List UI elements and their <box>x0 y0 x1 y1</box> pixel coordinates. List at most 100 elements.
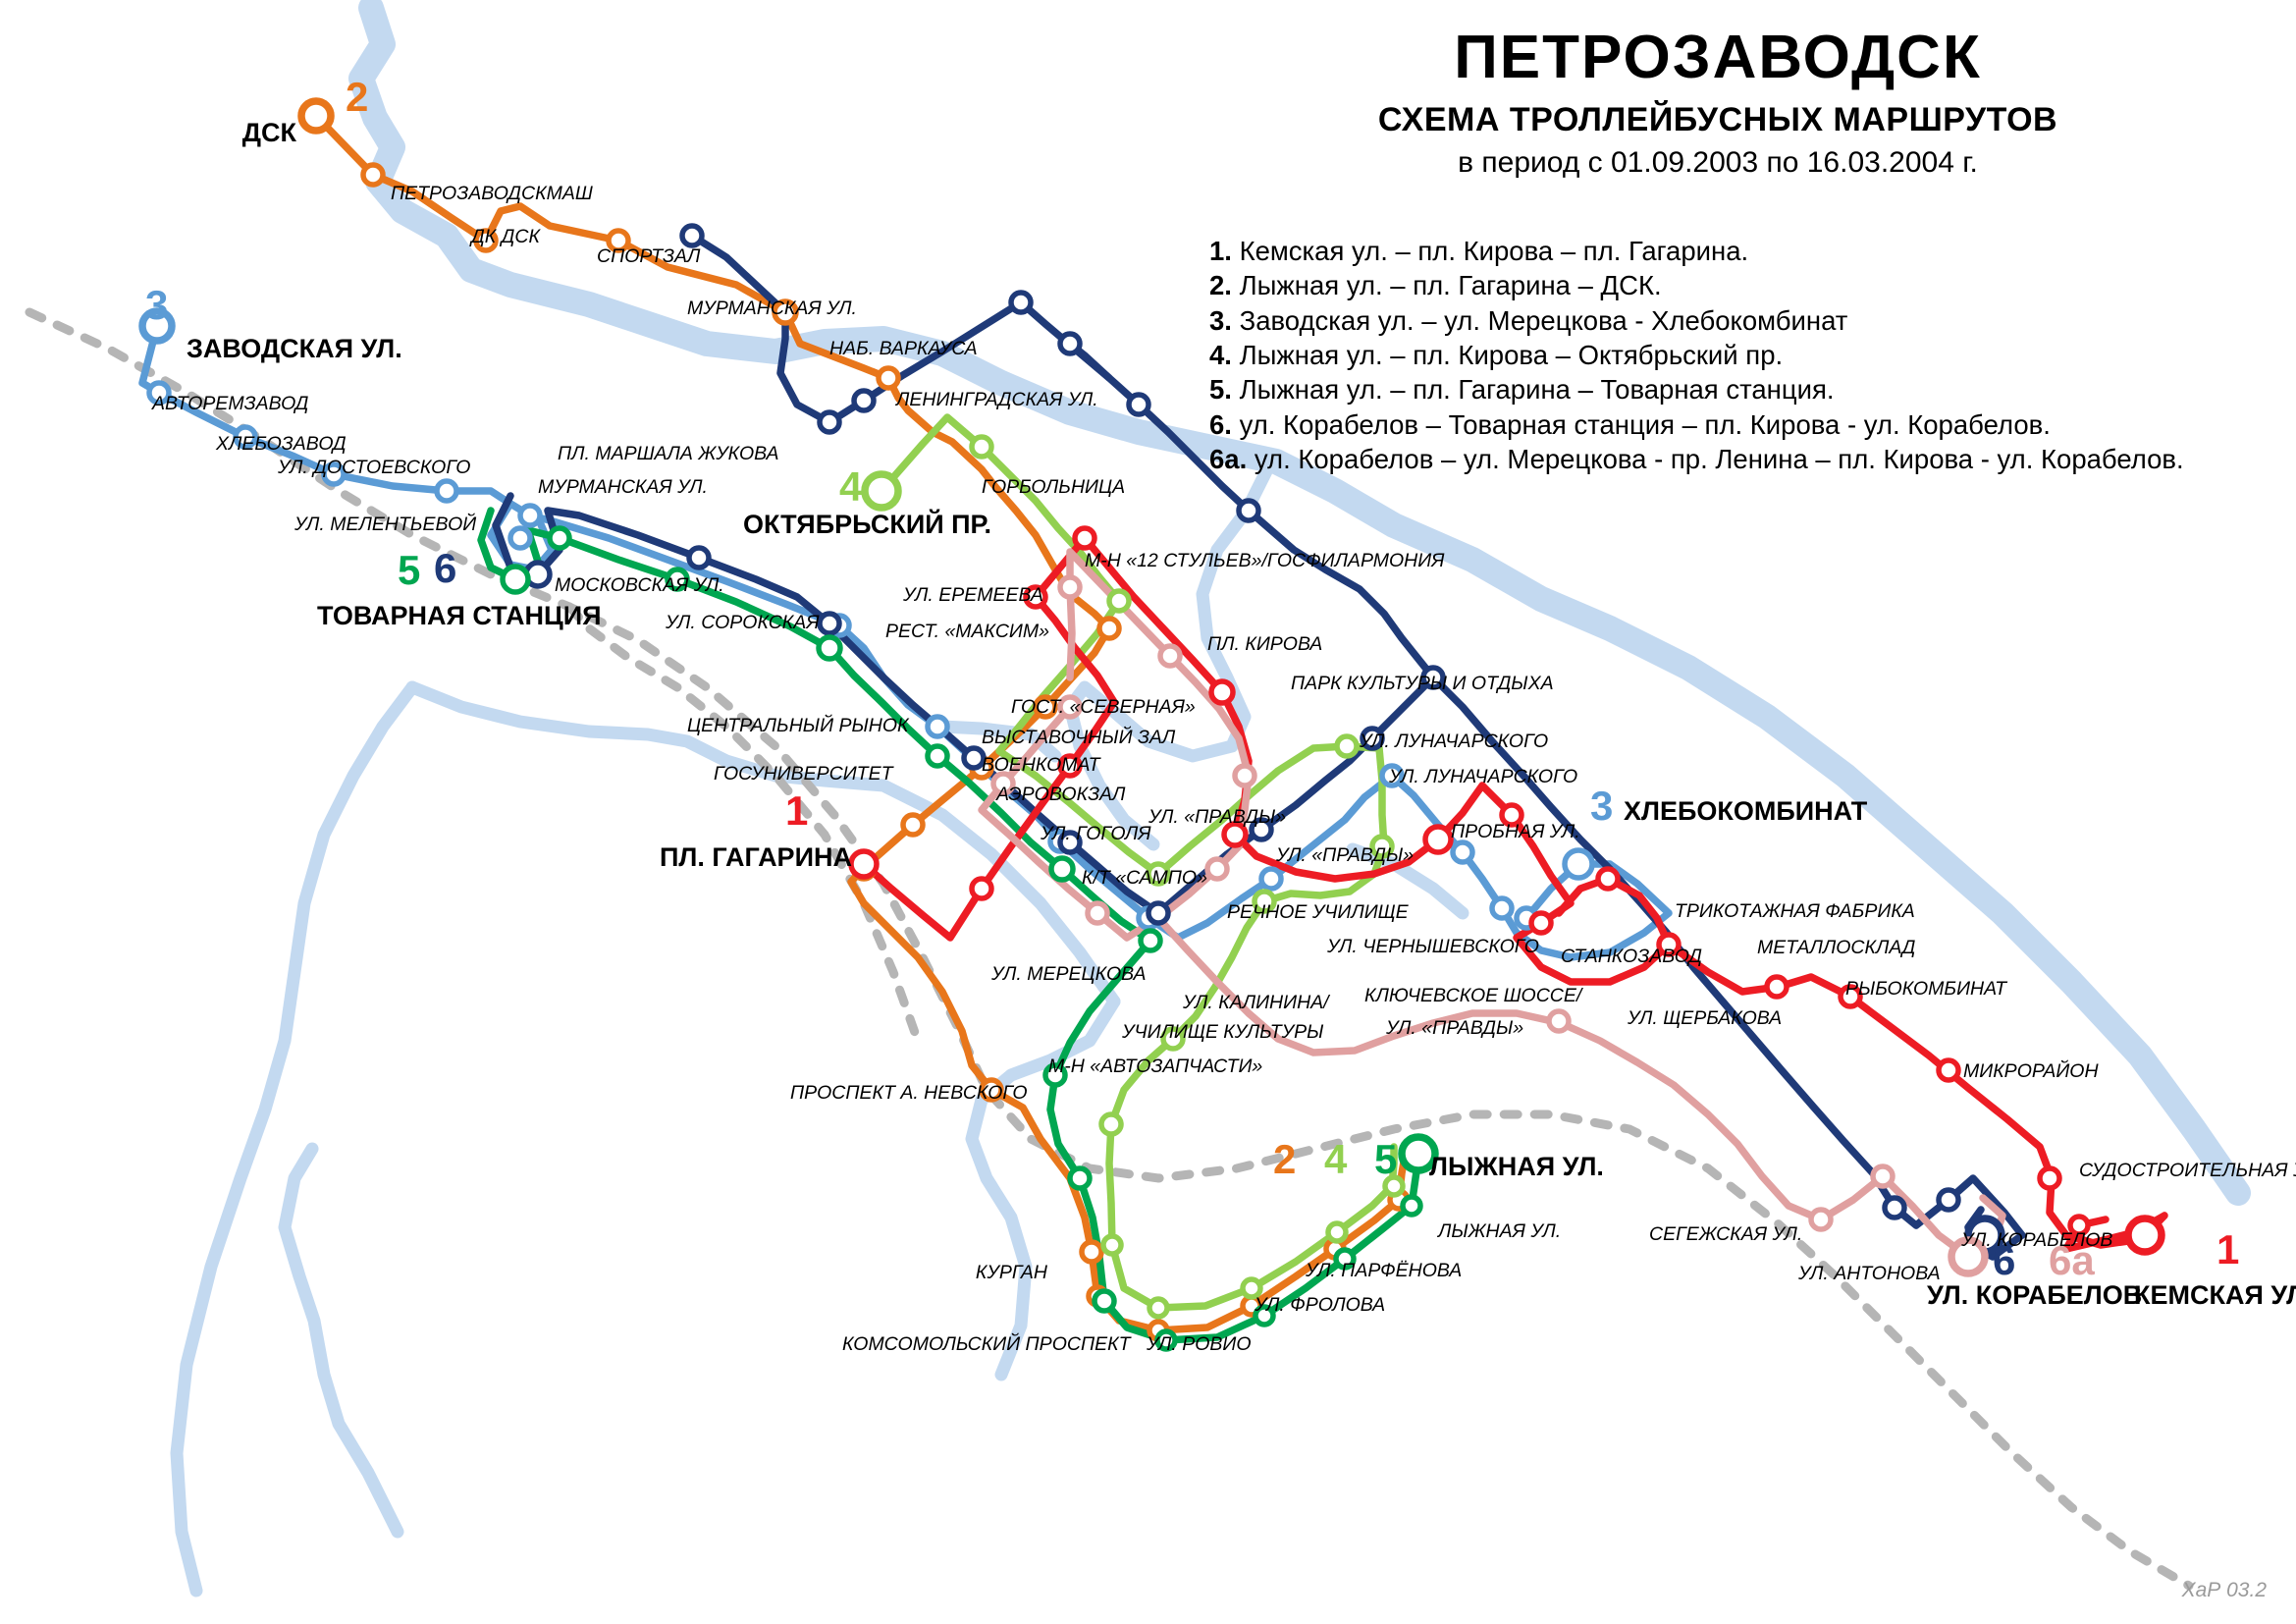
st-pravdy-3: УЛ. «ПРАВДЫ» <box>1386 1017 1524 1039</box>
term-oktyabrsky: ОКТЯБРЬСКИЙ ПР. <box>743 510 992 539</box>
stop-markers <box>138 97 2165 1352</box>
st-lyzhnaya-stop: ЛЫЖНАЯ УЛ. <box>1438 1220 1562 1242</box>
st-kurgan: КУРГАН <box>975 1262 1047 1283</box>
legend-item-2: 2. Лыжная ул. – пл. Гагарина – ДСК. <box>1209 268 2289 302</box>
st-frolova: УЛ. ФРОЛОВА <box>1255 1294 1386 1316</box>
num-1-kemskaya: 1 <box>2216 1226 2240 1272</box>
num-3-zavodskaya: 3 <box>145 282 169 328</box>
st-pl-kirova: ПЛ. КИРОВА <box>1207 633 1323 655</box>
st-stankozavod: СТАНКОЗАВОД <box>1561 946 1703 967</box>
legend-text: Лыжная ул. – пл. Гагарина – ДСК. <box>1239 270 1662 301</box>
st-aerovokzal: АЭРОВОКЗАЛ <box>996 784 1126 805</box>
legend-text: ул. Корабелов – Товарная станция – пл. К… <box>1239 408 2051 440</box>
st-petrozavodskmash: ПЕТРОЗАВОДСКМАШ <box>391 183 593 204</box>
st-gogolya: УЛ. ГОГОЛЯ <box>1041 823 1151 844</box>
legend-number: 4. <box>1209 339 1232 370</box>
num-3-khleb: 3 <box>1590 783 1614 829</box>
legend-number: 6. <box>1209 408 1232 440</box>
legend-text: Заводская ул. – ул. Мерецкова - Хлебоком… <box>1239 304 1848 336</box>
legend-number: 5. <box>1209 374 1232 406</box>
st-a-nevskogo: ПРОСПЕКТ А. НЕВСКОГО <box>790 1082 1028 1104</box>
num-4-oktyabr: 4 <box>839 463 863 510</box>
term-dsk: ДСК <box>241 118 296 147</box>
st-centralny-rynok: ЦЕНТРАЛЬНЫЙ РЫНОК <box>687 715 909 736</box>
legend-item-1: 1. Кемская ул. – пл. Кирова – пл. Гагари… <box>1209 234 2289 268</box>
term-khlebokombinat: ХЛЕБОКОМБИНАТ <box>1624 796 1868 826</box>
st-merretskova: УЛ. МЕРЕЦКОВА <box>991 963 1147 985</box>
route-5-line <box>477 507 1422 1344</box>
term-lyzhnaya: ЛЫЖНАЯ УЛ. <box>1429 1152 1604 1181</box>
num-2-dsk: 2 <box>346 74 369 120</box>
num-6-tovarnaya: 6 <box>434 545 457 591</box>
st-melentevoy: УЛ. МЕЛЕНТЬЕВОЙ <box>294 514 477 535</box>
st-rybokombinat: РЫБОКОМБИНАТ <box>1845 978 2007 1000</box>
st-dk-dsk: ДК ДСК <box>471 226 540 247</box>
st-khlebozavod: ХЛЕБОЗАВОД <box>216 433 347 455</box>
st-trikotazhnaya: ТРИКОТАЖНАЯ ФАБРИКА <box>1675 900 1915 922</box>
term-kemskaya: КЕМСКАЯ УЛ. <box>2134 1280 2296 1310</box>
st-murmanskaya-2: МУРМАНСКАЯ УЛ. <box>538 476 708 498</box>
st-sudostroitelnaya: СУДОСТРОИТЕЛЬНАЯ УЛ. <box>2079 1160 2296 1181</box>
legend-number: 6а. <box>1209 443 1248 474</box>
st-12-stulev: М-Н «12 СТУЛЬЕВ»/ГОСФИЛАРМОНИЯ <box>1085 550 1445 571</box>
st-parfenova: УЛ. ПАРФЁНОВА <box>1306 1260 1463 1281</box>
page-subtitle: СХЕМА ТРОЛЛЕЙБУСНЫХ МАРШРУТОВ <box>1377 101 2058 138</box>
author-credit: ХаР 03.2 <box>2181 1579 2267 1601</box>
st-rest-maksim: РЕСТ. «МАКСИМ» <box>885 621 1049 642</box>
term-tovarnaya: ТОВАРНАЯ СТАНЦИЯ <box>317 601 602 630</box>
st-komsomolsky: КОМСОМОЛЬСКИЙ ПРОСПЕКТ <box>842 1333 1131 1355</box>
st-lunacharskogo-2: УЛ. ЛУНАЧАРСКОГО <box>1389 766 1578 787</box>
st-nab-varkausa: НАБ. ВАРКАУСА <box>829 338 978 359</box>
st-sportzal: СПОРТЗАЛ <box>597 245 701 267</box>
st-gorbolnitsa: ГОРБОЛЬНИЦА <box>982 476 1126 498</box>
legend-item-5: 5. Лыжная ул. – пл. Гагарина – Товарная … <box>1209 372 2289 406</box>
term-zavodskaya: ЗАВОДСКАЯ УЛ. <box>187 334 402 363</box>
st-moskovskaya: МОСКОВСКАЯ УЛ. <box>555 574 724 596</box>
st-rovio: УЛ. РОВИО <box>1147 1333 1252 1355</box>
legend-item-6a: 6а. ул. Корабелов – ул. Мерецкова - пр. … <box>1209 442 2289 476</box>
st-park-kultury: ПАРК КУЛЬТУРЫ И ОТДЫХА <box>1291 673 1554 694</box>
legend-number: 1. <box>1209 236 1232 266</box>
st-avtozapchasti: М-Н «АВТОЗАПЧАСТИ» <box>1048 1056 1263 1077</box>
num-2-lyzhnaya: 2 <box>1273 1136 1297 1182</box>
st-antonova: УЛ. АНТОНОВА <box>1798 1263 1941 1284</box>
st-kalinina: УЛ. КАЛИНИНА/ <box>1183 992 1329 1013</box>
num-5-tovarnaya: 5 <box>398 547 421 593</box>
legend-text: Лыжная ул. – пл. Гагарина – Товарная ста… <box>1239 374 1835 406</box>
st-probnaya: ПРОБНАЯ УЛ. <box>1451 821 1580 842</box>
st-pl-marshala-zhukova: ПЛ. МАРШАЛА ЖУКОВА <box>558 443 779 464</box>
st-vystavochny-zal: ВЫСТАВОЧНЫЙ ЗАЛ <box>982 727 1176 748</box>
legend-text: Кемская ул. – пл. Кирова – пл. Гагарина. <box>1239 236 1749 266</box>
page-title: ПЕТРОЗАВОДСК <box>1454 24 1982 91</box>
st-eremeeva: УЛ. ЕРЕМЕЕВА <box>903 584 1043 606</box>
st-chernyshevskogo: УЛ. ЧЕРНЫШЕВСКОГО <box>1327 936 1539 957</box>
st-korabelov-stop: УЛ. КОРАБЕЛОВ <box>1961 1229 2113 1251</box>
legend-item-3: 3. Заводская ул. – ул. Мерецкова - Хлебо… <box>1209 303 2289 338</box>
st-kt-sampo: К/Т «САМПО» <box>1082 867 1207 889</box>
legend-item-6: 6. ул. Корабелов – Товарная станция – пл… <box>1209 407 2289 442</box>
st-segezhskaya: СЕГЕЖСКАЯ УЛ. <box>1649 1223 1803 1245</box>
title-block: ПЕТРОЗАВОДСК СХЕМА ТРОЛЛЕЙБУСНЫХ МАРШРУТ… <box>1158 27 2277 194</box>
legend-text: Лыжная ул. – пл. Кирова – Октябрьский пр… <box>1239 339 1784 370</box>
num-4-lyzhnaya: 4 <box>1324 1136 1348 1182</box>
num-6a-korabelov: 6а <box>2049 1237 2095 1283</box>
st-mikroraion: МИКРОРАЙОН <box>1963 1060 2099 1082</box>
num-6-korabelov: 6 <box>1993 1237 2016 1283</box>
st-shcherbakova: УЛ. ЩЕРБАКОВА <box>1628 1007 1783 1029</box>
st-metallosklad: МЕТАЛЛОСКЛАД <box>1757 937 1916 958</box>
legend-text: ул. Корабелов – ул. Мерецкова - пр. Лени… <box>1254 443 2184 474</box>
st-gost-severnaya: ГОСТ. «СЕВЕРНАЯ» <box>1011 696 1196 718</box>
term-gagarina: ПЛ. ГАГАРИНА <box>660 842 852 872</box>
term-korabelov: УЛ. КОРАБЕЛОВ <box>1927 1280 2143 1310</box>
st-gosuniversitet: ГОСУНИВЕРСИТЕТ <box>714 763 893 785</box>
legend-number: 3. <box>1209 304 1232 336</box>
validity-period: в период с 01.09.2003 по 16.03.2004 г. <box>1458 146 1978 180</box>
route-legend: 1. Кемская ул. – пл. Кирова – пл. Гагари… <box>1209 234 2289 476</box>
legend-item-4: 4. Лыжная ул. – пл. Кирова – Октябрьский… <box>1209 338 2289 372</box>
st-dostoevskogo: УЛ. ДОСТОЕВСКОГО <box>278 457 471 478</box>
st-leningradskaya: ЛЕНИНГРАДСКАЯ УЛ. <box>896 389 1098 410</box>
num-1-gagarina: 1 <box>785 787 809 834</box>
st-sorokskaya: УЛ. СОРОКСКАЯ <box>666 612 820 633</box>
